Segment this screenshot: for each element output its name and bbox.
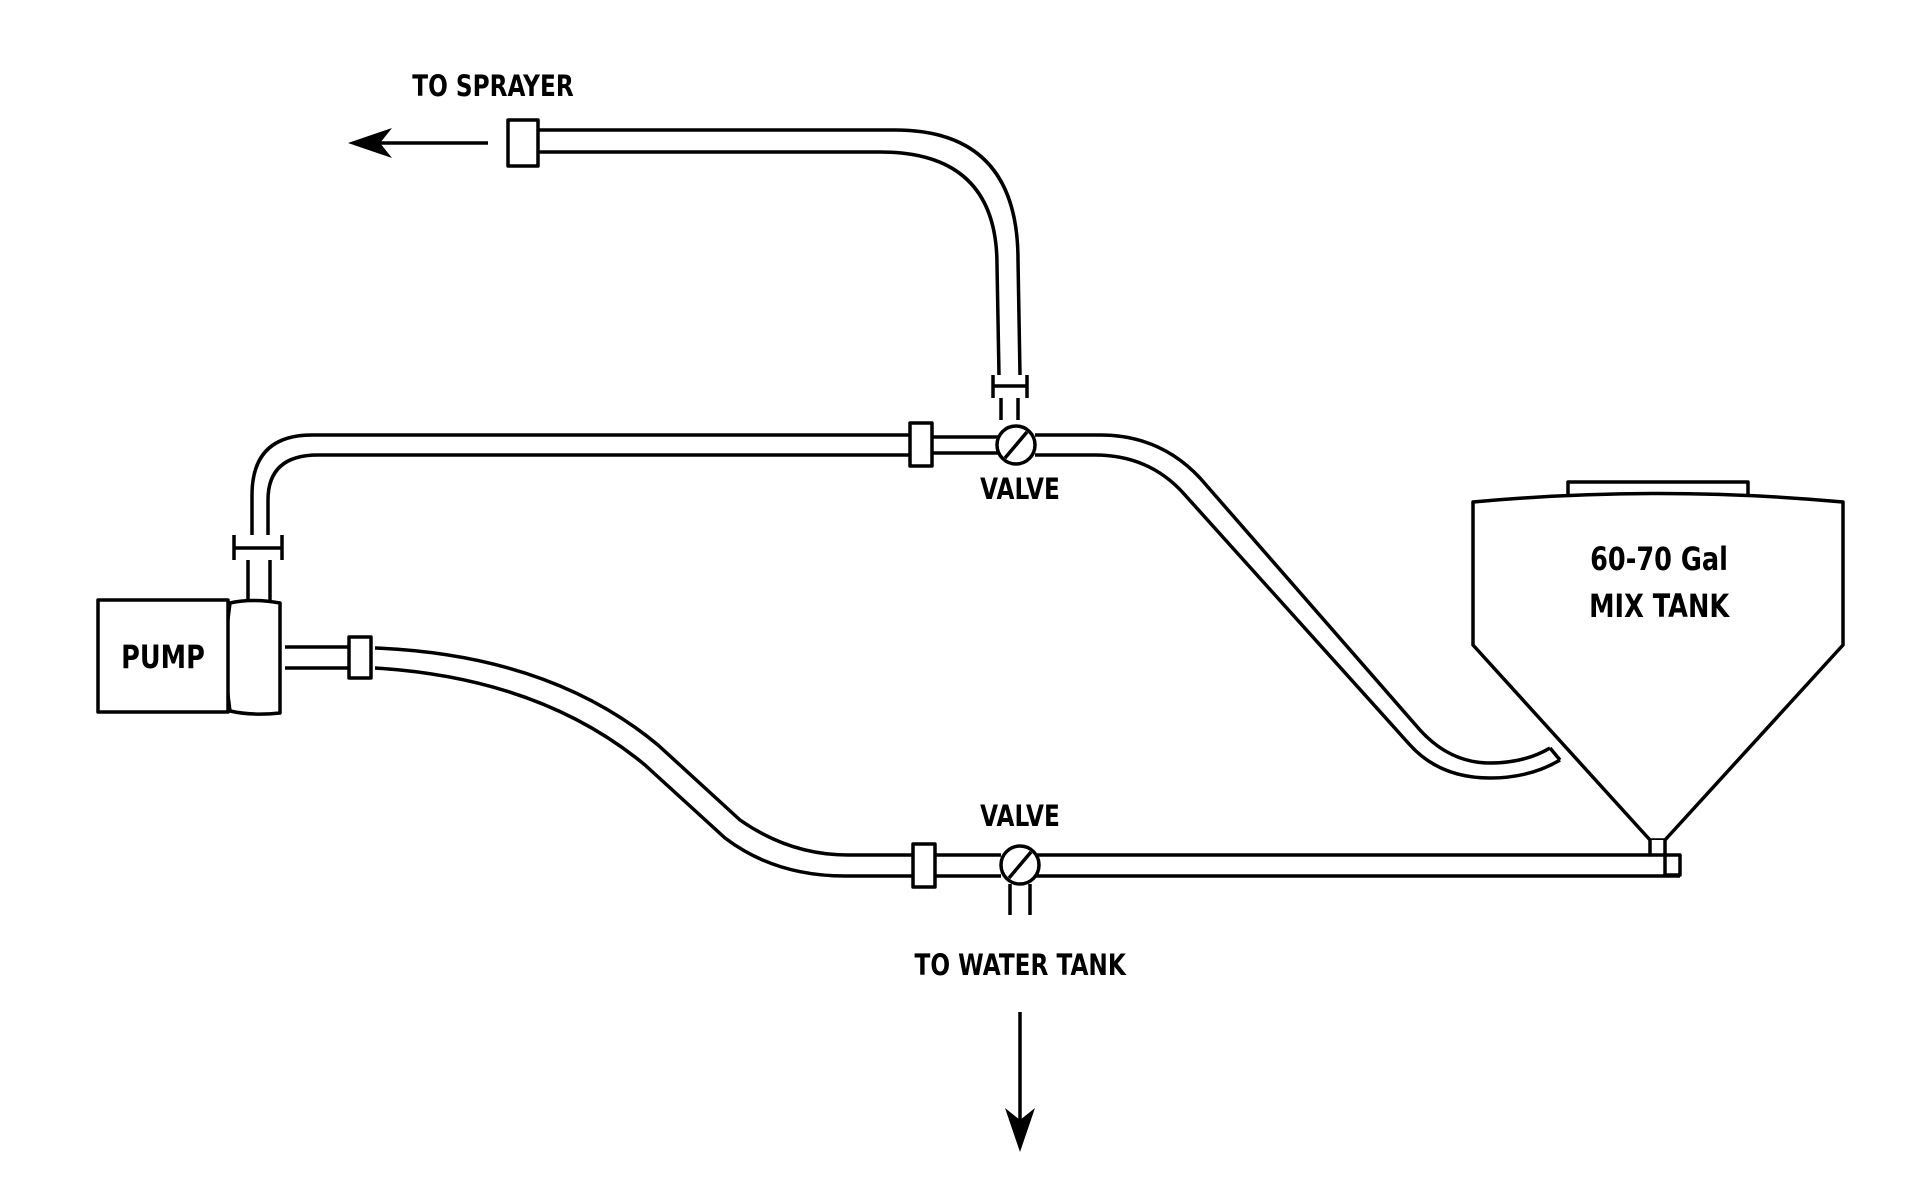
pipe-pump-to-upper-valve (250, 421, 998, 535)
pipe-tank-to-lower-valve (1035, 853, 1680, 878)
pipe-lower-valve-to-pump (285, 635, 1001, 889)
to-sprayer-label: TO SPRAYER (412, 71, 573, 104)
coupling-pump-top (232, 535, 284, 600)
valve-lower-label: VALVE (980, 801, 1060, 834)
coupling-upper-vertical (991, 375, 1029, 420)
mix-tank: 60-70 Gal MIX TANK (1471, 480, 1845, 877)
sprayer-outlet-fitting (506, 118, 540, 168)
pump: PUMP (96, 598, 282, 716)
pump-label: PUMP (121, 638, 205, 676)
valve-lower (999, 844, 1041, 915)
to-water-tank-label: TO WATER TANK (915, 950, 1128, 983)
sprayer-pipe (506, 118, 1022, 376)
tank-name-label: MIX TANK (1589, 587, 1731, 625)
valve-upper-label: VALVE (980, 474, 1060, 507)
pipe-valve-to-tank (1035, 433, 1562, 780)
arrow-to-sprayer (348, 128, 488, 158)
valve-upper (995, 424, 1037, 466)
arrow-to-water-tank (1005, 1012, 1035, 1152)
tank-capacity-label: 60-70 Gal (1590, 540, 1728, 578)
